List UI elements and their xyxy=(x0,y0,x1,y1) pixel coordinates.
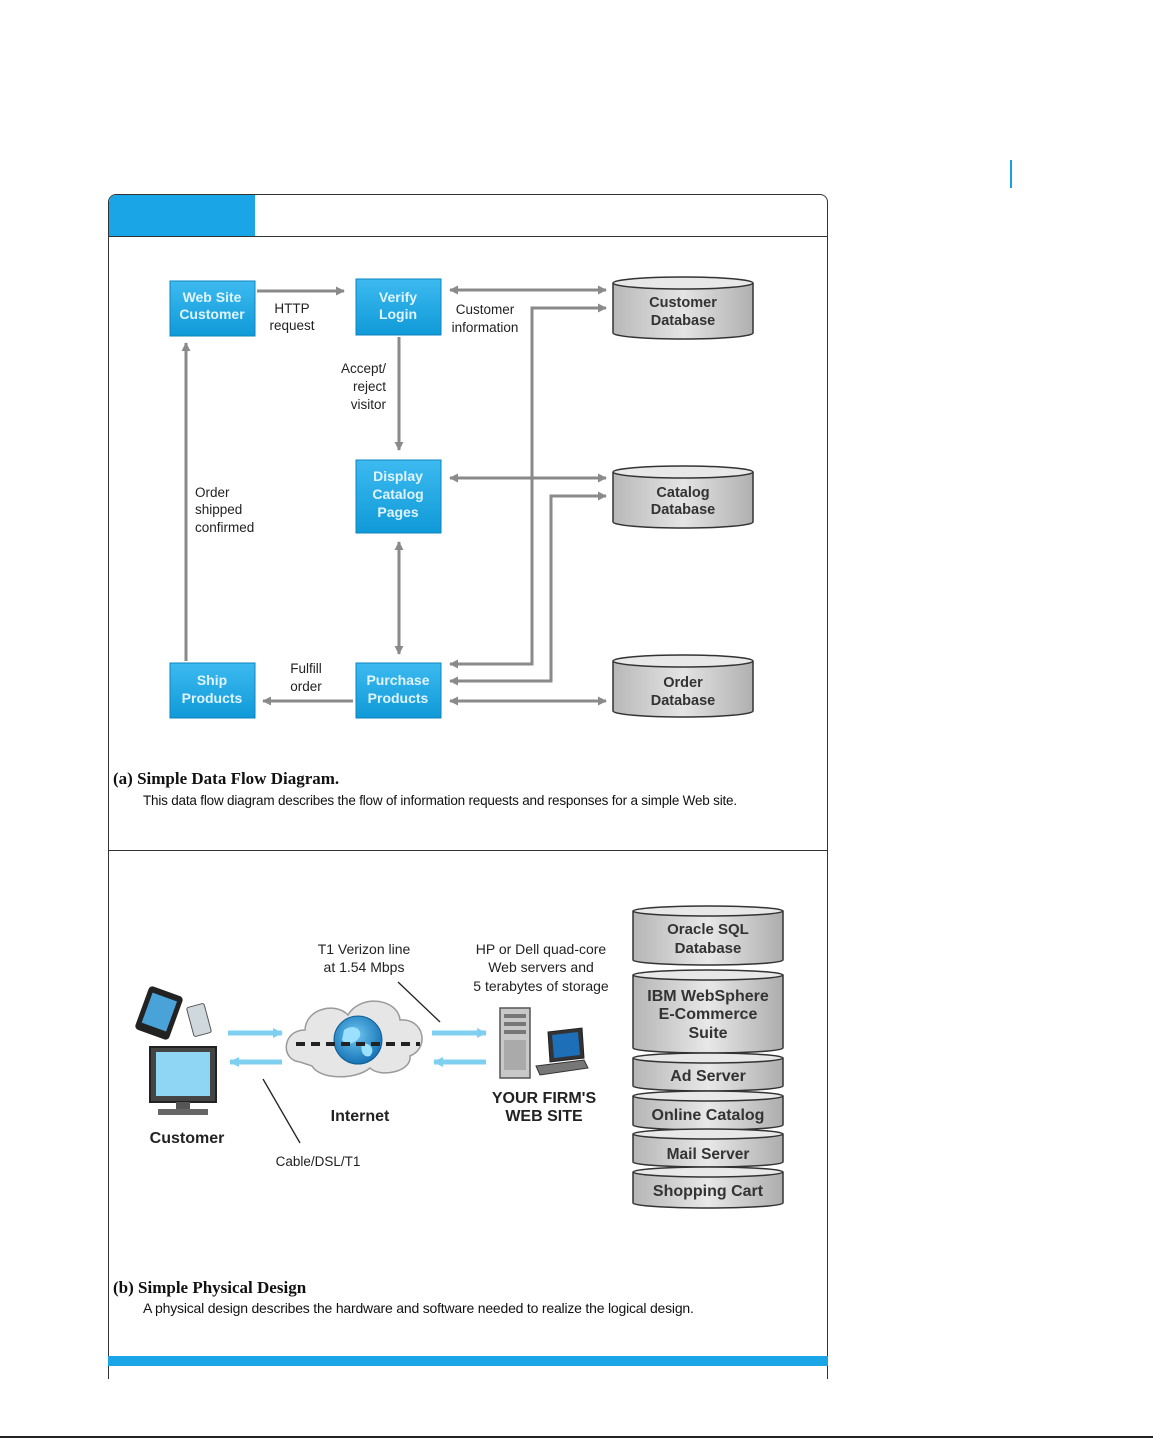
process-label: Ship xyxy=(197,672,227,688)
process-label: Customer xyxy=(179,306,245,322)
internet-cloud-icon xyxy=(285,1000,423,1078)
label-fulfill-order: order xyxy=(290,679,322,694)
process-label: Pages xyxy=(377,504,418,520)
servers-label-1: HP or Dell quad-core xyxy=(476,941,607,957)
customer-label: Customer xyxy=(150,1130,225,1147)
process-display-catalog-pages: Display Catalog Pages xyxy=(355,459,442,534)
connection-arrows xyxy=(228,1028,487,1067)
stack-ad-server: Ad Server xyxy=(632,1052,784,1092)
caption-a-text: This data flow diagram describes the flo… xyxy=(143,793,737,808)
caption-b-text: A physical design describes the hardware… xyxy=(143,1300,694,1316)
stack-label: E-Commerce xyxy=(659,1006,758,1023)
web-site-label: WEB SITE xyxy=(505,1108,583,1125)
stack-online-catalog: Online Catalog xyxy=(632,1090,784,1131)
database-label: Database xyxy=(651,693,715,709)
label-information: information xyxy=(452,320,519,335)
cable-label: Cable/DSL/T1 xyxy=(276,1154,361,1169)
data-flow-diagram: Web Site Customer Verify Login Display C… xyxy=(169,276,754,719)
process-label: Display xyxy=(373,468,423,484)
laptop-icon xyxy=(535,1027,589,1076)
t1-label: T1 Verizon line xyxy=(318,941,411,957)
order-database: Order Database xyxy=(612,654,754,718)
arrow-purchase-catalog-db xyxy=(449,491,607,686)
stack-label: Shopping Cart xyxy=(653,1183,764,1200)
stack-label: Mail Server xyxy=(667,1146,750,1163)
cable-pointer-line xyxy=(262,1078,301,1144)
internet-label: Internet xyxy=(331,1108,390,1125)
label-reject: reject xyxy=(353,379,386,394)
label-accept: Accept/ xyxy=(341,361,386,376)
margin-marker xyxy=(1010,160,1012,188)
catalog-database: Catalog Database xyxy=(612,465,754,529)
label-http: HTTP xyxy=(274,301,309,316)
stack-label: Ad Server xyxy=(670,1068,746,1085)
figure-frame xyxy=(108,194,828,1379)
figure-header-rule xyxy=(108,236,828,237)
database-label: Order xyxy=(663,675,703,691)
database-label: Database xyxy=(651,502,715,518)
stack-label: Database xyxy=(675,940,742,957)
process-label: Purchase xyxy=(366,672,429,688)
stack-label: IBM WebSphere xyxy=(647,988,769,1005)
physical-design-diagram: Customer Internet T1 Verizon line at 1.5… xyxy=(135,905,784,1209)
label-visitor: visitor xyxy=(351,397,387,412)
figure-bottom-bar xyxy=(108,1356,828,1366)
your-firm-label: YOUR FIRM'S xyxy=(492,1090,597,1107)
process-label: Catalog xyxy=(372,486,423,502)
stack-ibm-websphere: IBM WebSphere E-Commerce Suite xyxy=(632,969,784,1054)
process-label: Web Site xyxy=(183,289,242,305)
label-confirmed: confirmed xyxy=(195,520,254,535)
figure-header-tab xyxy=(109,195,255,236)
customer-database: Customer Database xyxy=(612,276,754,340)
flow-labels: HTTP request Customer information Accept… xyxy=(195,301,518,694)
stack-label: Online Catalog xyxy=(652,1107,765,1124)
label-customer: Customer xyxy=(456,302,515,317)
t1-speed-label: at 1.54 Mbps xyxy=(324,959,405,975)
database-label: Customer xyxy=(649,295,717,311)
stack-label: Oracle SQL xyxy=(667,921,749,938)
caption-b-title: (b) Simple Physical Design xyxy=(113,1278,307,1297)
stack-shopping-cart: Shopping Cart xyxy=(632,1166,784,1209)
label-request: request xyxy=(269,318,314,333)
process-label: Login xyxy=(379,306,417,322)
customer-devices-icon xyxy=(135,986,217,1115)
t1-pointer-line xyxy=(397,981,441,1023)
caption-a-title: (a) Simple Data Flow Diagram. xyxy=(113,769,340,788)
process-label: Products xyxy=(368,690,429,706)
process-verify-login: Verify Login xyxy=(355,278,442,336)
process-web-site-customer: Web Site Customer xyxy=(169,280,256,337)
panel-divider xyxy=(108,850,828,851)
label-fulfill: Fulfill xyxy=(290,661,322,676)
servers-label-3: 5 terabytes of storage xyxy=(473,978,609,994)
stack-mail-server: Mail Server xyxy=(632,1128,784,1168)
process-ship-products: Ship Products xyxy=(169,662,256,719)
flow-arrows xyxy=(181,285,607,706)
servers-label-2: Web servers and xyxy=(488,959,594,975)
software-stack: Oracle SQL Database IBM WebSphere E-Comm… xyxy=(632,905,784,1209)
server-icon xyxy=(499,1007,531,1079)
process-label: Verify xyxy=(379,289,417,305)
label-order: Order xyxy=(195,485,230,500)
database-label: Database xyxy=(651,313,715,329)
database-label: Catalog xyxy=(656,485,709,501)
stack-oracle-sql-database: Oracle SQL Database xyxy=(632,905,784,966)
label-shipped: shipped xyxy=(195,502,242,517)
arrow-purchase-customer-db xyxy=(449,303,607,669)
stack-label: Suite xyxy=(688,1025,727,1042)
page-footer-rule xyxy=(0,1436,1153,1438)
process-label: Products xyxy=(182,690,243,706)
process-purchase-products: Purchase Products xyxy=(355,662,442,719)
